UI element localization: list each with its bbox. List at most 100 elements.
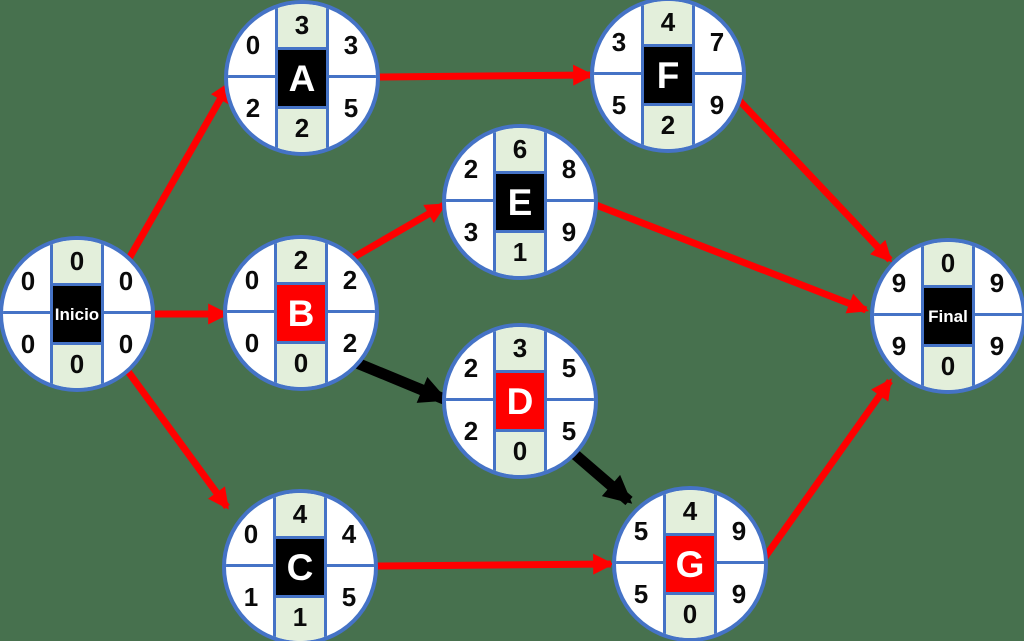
activity-label: Final [928,306,968,326]
late-start-value: 3 [463,216,479,247]
early-start-value: 0 [20,265,36,296]
node-center-band: 0 Final 0 [921,242,975,390]
duration-value: 0 [924,242,972,288]
activity-label: E [507,181,533,223]
edge-A-F [378,64,595,86]
pert-node-d: 2 5 2 5 3 D 0 [442,323,598,479]
duration-value: 3 [278,4,326,50]
early-finish-value: 2 [342,264,358,295]
duration-value: 4 [666,490,714,536]
activity-square: D [496,373,544,429]
duration-value: 2 [277,239,325,285]
late-finish-value: 0 [118,328,134,359]
edge-Inicio-A [123,81,233,264]
node-center-band: 3 D 0 [493,327,547,475]
early-finish-value: 9 [731,515,747,546]
pert-node-f: 3 7 5 9 4 F 2 [590,0,746,153]
early-start-value: 0 [243,518,259,549]
early-finish-value: 8 [561,153,577,184]
pert-node-g: 5 9 5 9 4 G 0 [612,486,768,641]
activity-square: E [496,174,544,230]
pert-node-inicio: 0 0 0 0 0 Inicio 0 [0,236,155,392]
duration-value: 4 [276,493,324,539]
edge-B-E [347,201,447,264]
early-finish-value: 0 [118,265,134,296]
node-center-band: 6 E 1 [493,128,547,276]
pert-node-a: 0 3 2 5 3 A 2 [224,0,380,156]
activity-label: A [288,57,316,99]
pert-node-c: 0 4 1 5 4 C 1 [222,489,378,641]
early-start-value: 5 [633,515,649,546]
slack-value: 2 [278,106,326,152]
activity-square: A [278,50,326,106]
late-start-value: 5 [611,89,627,120]
early-finish-value: 3 [343,29,359,60]
slack-value: 1 [496,230,544,276]
duration-value: 4 [644,1,692,47]
edge-G-Final [760,378,893,563]
node-center-band: 2 B 0 [274,239,328,387]
early-finish-value: 9 [989,267,1005,298]
slack-value: 0 [53,342,101,388]
late-finish-value: 9 [561,216,577,247]
node-center-band: 3 A 2 [275,4,329,152]
late-start-value: 0 [20,328,36,359]
slack-value: 0 [496,429,544,475]
early-start-value: 0 [244,264,260,295]
late-finish-value: 9 [709,89,725,120]
slack-value: 2 [644,103,692,149]
slack-value: 1 [276,595,324,641]
pert-node-final: 9 9 9 9 0 Final 0 [870,238,1024,394]
activity-label: B [287,292,315,334]
late-finish-value: 5 [561,415,577,446]
activity-square: Inicio [53,286,101,342]
early-start-value: 2 [463,153,479,184]
early-start-value: 0 [245,29,261,60]
pert-node-e: 2 8 3 9 6 E 1 [442,124,598,280]
slack-value: 0 [924,344,972,390]
late-start-value: 2 [463,415,479,446]
activity-label: Inicio [54,304,100,324]
node-center-band: 4 F 2 [641,1,695,149]
late-start-value: 2 [245,92,261,123]
duration-value: 3 [496,327,544,373]
edge-Inicio-C [124,367,230,510]
late-finish-value: 9 [731,578,747,609]
node-center-band: 4 G 0 [663,490,717,638]
early-start-value: 9 [891,267,907,298]
activity-label: G [675,543,705,585]
activity-square: F [644,47,692,103]
node-center-band: 4 C 1 [273,493,327,641]
late-start-value: 5 [633,578,649,609]
early-start-value: 3 [611,26,627,57]
early-finish-value: 5 [561,352,577,383]
slack-value: 0 [277,341,325,387]
early-start-value: 2 [463,352,479,383]
edge-D-G [567,446,633,506]
activity-label: F [656,54,680,96]
late-finish-value: 5 [341,581,357,612]
activity-square: G [666,536,714,592]
activity-label: C [286,546,314,588]
edge-B-D [349,355,448,405]
duration-value: 0 [53,240,101,286]
slack-value: 0 [666,592,714,638]
edge-E-Final [594,201,869,314]
pert-node-b: 0 2 0 2 2 B 0 [223,235,379,391]
duration-value: 6 [496,128,544,174]
edge-C-G [376,553,615,575]
late-finish-value: 5 [343,92,359,123]
late-start-value: 1 [243,581,259,612]
late-start-value: 0 [244,327,260,358]
activity-label: D [506,380,534,422]
early-finish-value: 7 [709,26,725,57]
activity-square: B [277,285,325,341]
late-finish-value: 2 [342,327,358,358]
activity-square: C [276,539,324,595]
activity-square: Final [924,288,972,344]
node-center-band: 0 Inicio 0 [50,240,104,388]
late-finish-value: 9 [989,330,1005,361]
edge-F-Final [733,94,893,263]
